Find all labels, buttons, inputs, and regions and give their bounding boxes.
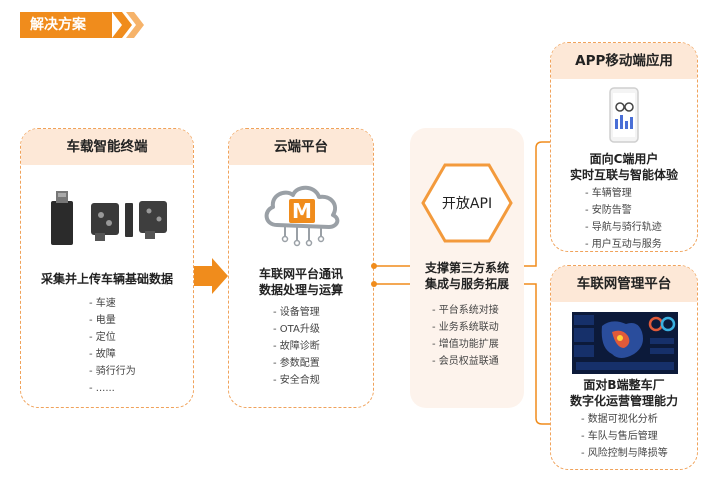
list-item: - 安防告警: [585, 205, 632, 216]
dashboard-map-image: [572, 312, 678, 374]
list-item: - 平台系统对接: [432, 305, 499, 316]
card-title: APP移动端应用: [551, 43, 697, 79]
list-item: - 故障: [89, 349, 116, 360]
feature-list: - 设备管理 - OTA升级 - 故障诊断 - 参数配置 - 安全合规: [273, 304, 320, 389]
list-item: - 导航与骑行轨迹: [585, 222, 662, 233]
cloud-logo-icon: M: [264, 185, 340, 247]
phone-image: [609, 87, 639, 143]
terminal-devices-image: [51, 191, 167, 245]
card-description-line1: 车联网平台通讯: [258, 267, 343, 281]
vehicle-terminal-card: 车载智能终端 采集并上传车辆基础数据 - 车速 - 电量 - 定位 - 故障 -…: [20, 128, 194, 408]
branch-connector: [524, 141, 550, 425]
card-description-line1: 面对B端整车厂: [583, 378, 665, 392]
connector-lines: [371, 263, 412, 287]
card-description: 采集并上传车辆基础数据: [40, 272, 173, 286]
cloud-platform-card: 云端平台 M 车联网平台通讯 数据处理与运算 - 设备管理 - OTA升级 - …: [228, 128, 374, 408]
app-card: APP移动端应用 面向C端用户 实时互联与智能体验 - 车辆管理 - 安防告警 …: [550, 42, 698, 252]
logo-letter: M: [292, 199, 312, 223]
list-item: - 定位: [89, 332, 116, 343]
list-item: - 会员权益联通: [432, 356, 499, 367]
section-title: 解决方案: [20, 12, 112, 38]
list-item: - 电量: [89, 315, 116, 326]
list-item: - 数据可视化分析: [581, 414, 658, 425]
api-description-line2: 集成与服务拓展: [424, 277, 509, 291]
list-item: - 设备管理: [273, 307, 320, 318]
card-description-line1: 面向C端用户: [589, 152, 659, 166]
card-title: 云端平台: [229, 129, 373, 165]
card-title: 车载智能终端: [21, 129, 193, 165]
feature-list: - 车辆管理 - 安防告警 - 导航与骑行轨迹 - 用户互动与服务: [585, 185, 662, 253]
open-api-title: 开放API: [441, 196, 493, 212]
card-description-line2: 数据处理与运算: [258, 283, 343, 297]
hexagon-shape: [421, 163, 513, 243]
list-item: - 车速: [89, 298, 116, 309]
arrow-right-icon: [194, 258, 228, 294]
api-description-line1: 支撑第三方系统: [424, 261, 509, 275]
list-item: - 车队与售后管理: [581, 431, 658, 442]
list-item: - 风险控制与降损等: [581, 448, 668, 459]
list-item: - OTA升级: [273, 324, 320, 335]
feature-list: - 平台系统对接 - 业务系统联动 - 增值功能扩展 - 会员权益联通: [432, 302, 499, 370]
list-item: - 车辆管理: [585, 188, 632, 199]
list-item: - ......: [89, 383, 115, 394]
list-item: - 故障诊断: [273, 341, 320, 352]
card-description-line2: 数字化运营管理能力: [569, 394, 678, 408]
list-item: - 骑行行为: [89, 366, 136, 377]
list-item: - 业务系统联动: [432, 322, 499, 333]
feature-list: - 数据可视化分析 - 车队与售后管理 - 风险控制与降损等: [581, 411, 668, 462]
list-item: - 安全合规: [273, 375, 320, 386]
list-item: - 参数配置: [273, 358, 320, 369]
card-description-line2: 实时互联与智能体验: [569, 168, 678, 182]
double-chevron-icon: [112, 12, 144, 38]
iov-management-card: 车联网管理平台 面对B端整车厂 数字化运营管理能力 - 数据可视化分析 - 车队…: [550, 265, 698, 470]
card-title: 车联网管理平台: [551, 266, 697, 302]
list-item: - 增值功能扩展: [432, 339, 499, 350]
feature-list: - 车速 - 电量 - 定位 - 故障 - 骑行行为 - ......: [89, 295, 136, 397]
list-item: - 用户互动与服务: [585, 239, 662, 250]
